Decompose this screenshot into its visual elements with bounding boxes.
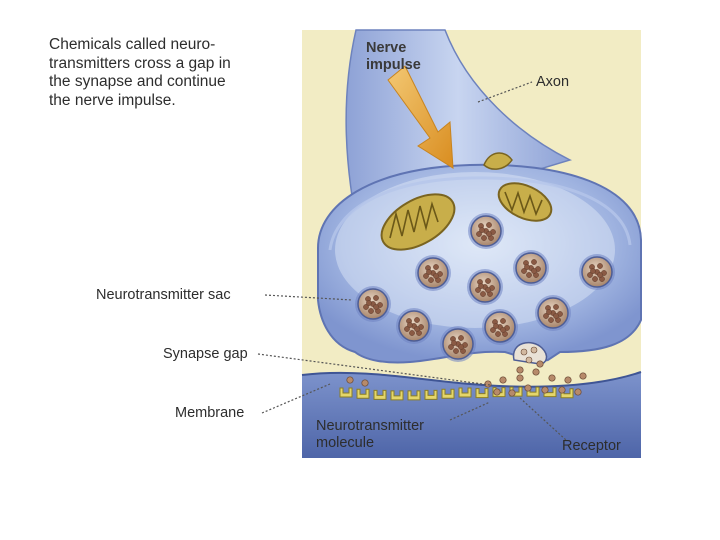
neurotransmitter-molecule [525,385,531,391]
neurotransmitter-sac [482,309,518,345]
neurotransmitter-sac [355,286,391,322]
neurotransmitter-molecule [542,387,548,393]
axon-label: Axon [536,74,569,91]
neurotransmitter-molecule [509,390,515,396]
neurotransmitter-molecule [533,369,539,375]
receptor-label: Receptor [562,438,621,455]
neurotransmitter-sac-label: Neurotransmitter sac [96,287,231,304]
neurotransmitter-molecule [494,389,500,395]
neurotransmitter-molecule [537,361,543,367]
synapse-gap-label: Synapse gap [163,346,248,363]
neurotransmitter-sac [535,295,571,331]
neurotransmitter-molecule [565,377,571,383]
neurotransmitter-molecule [517,375,523,381]
membrane-label: Membrane [175,405,244,422]
neurotransmitter-sac [440,326,476,362]
neurotransmitter-molecule [575,389,581,395]
neurotransmitter-molecule [517,367,523,373]
neurotransmitter-sac [579,254,615,290]
neurotransmitter-sac [468,213,504,249]
neurotransmitter-sac [467,269,503,305]
neurotransmitter-molecule [559,387,565,393]
neurotransmitter-sac [415,255,451,291]
neurotransmitter-molecule [347,377,353,383]
neurotransmitter-molecule [580,373,586,379]
neurotransmitter-sac [513,250,549,286]
neurotransmitter-molecule [362,380,368,386]
neurotransmitter-molecule-label: Neurotransmitter molecule [316,418,424,452]
neurotransmitter-molecule [500,377,506,383]
neurotransmitter-molecule [549,375,555,381]
nerve-impulse-label: Nerve impulse [366,40,421,74]
neurotransmitter-sac [396,308,432,344]
